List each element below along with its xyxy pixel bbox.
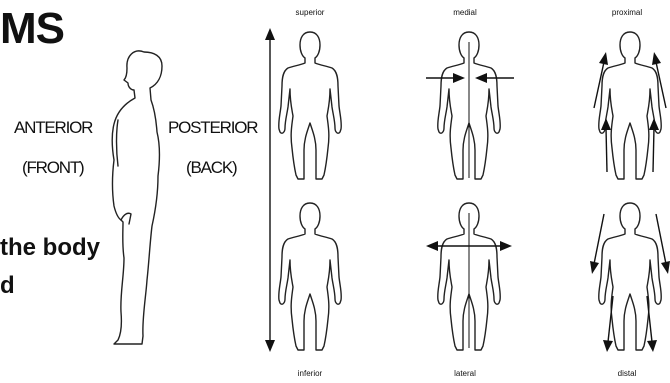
superior-inferior-arrow: [265, 28, 275, 352]
proximal-figure: [599, 32, 662, 179]
superior-figure: [279, 32, 342, 179]
inferior-figure: [279, 203, 342, 350]
proximal-arrows: [594, 52, 666, 172]
distal-figure: [599, 203, 662, 350]
side-view-figure: [112, 51, 162, 344]
distal-arrows: [590, 214, 670, 352]
